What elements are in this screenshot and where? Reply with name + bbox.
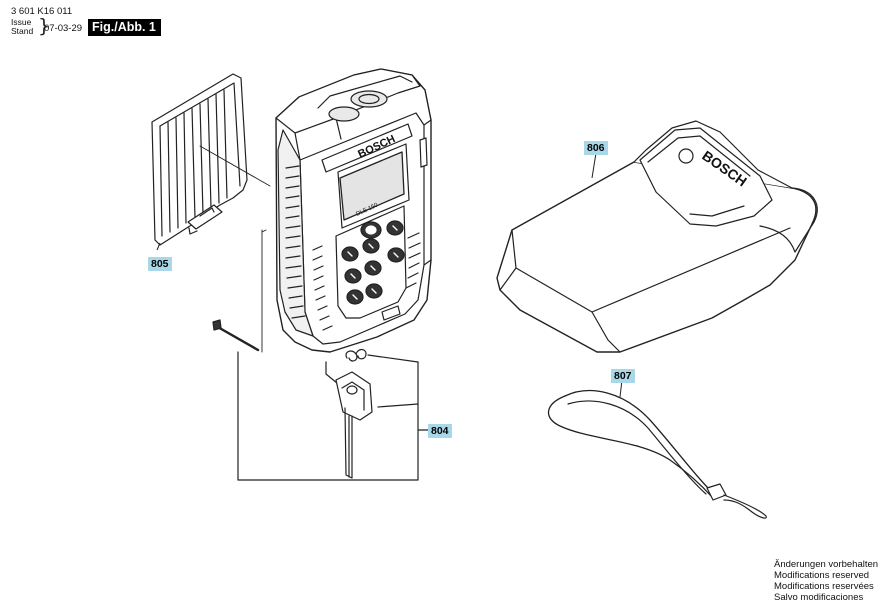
issue-label-de: Stand: [11, 26, 34, 36]
pin-assembly-part: [237, 348, 429, 481]
disclaimer-de: Änderungen vorbehalten: [774, 559, 879, 570]
figure-tag: Fig./Abb. 1: [88, 19, 161, 36]
callout-wrist-strap[interactable]: 807: [611, 369, 635, 383]
screw-pin-part: [212, 319, 260, 352]
rangefinder-device: [261, 68, 432, 353]
disclaimer-en: Modifications reserved: [774, 570, 870, 581]
callout-battery-cover[interactable]: 805: [148, 257, 172, 271]
carry-case-part: [496, 120, 818, 353]
disclaimer-fr: Modifications reservées: [774, 581, 874, 592]
callout-pin-assembly[interactable]: 804: [428, 424, 452, 438]
disclaimer-es: Salvo modificaciones: [774, 592, 864, 603]
wrist-strap-part: [547, 389, 767, 519]
issue-date: 07-03-29: [44, 23, 83, 34]
brace-glyph: }: [38, 15, 51, 37]
callout-carry-case[interactable]: 806: [584, 141, 608, 155]
document-number: 3 601 K16 011: [11, 6, 73, 17]
battery-cover-part: [151, 73, 271, 246]
issue-label: Issue Stand: [11, 18, 33, 36]
issue-label-en: Issue: [11, 17, 32, 27]
modification-disclaimer: Änderungen vorbehalten Modifications res…: [774, 559, 878, 603]
